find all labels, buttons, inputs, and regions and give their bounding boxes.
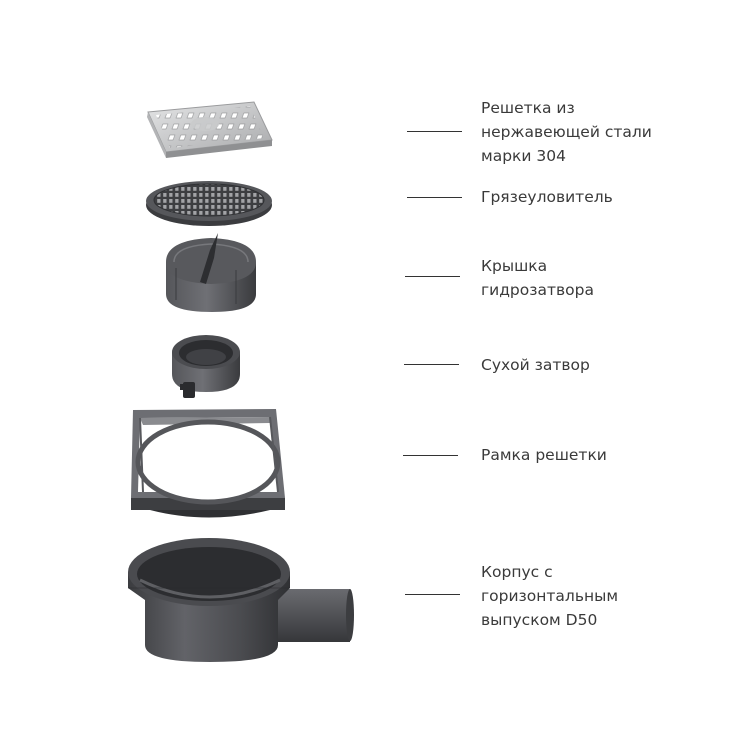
leader-line-frame xyxy=(403,455,458,456)
leader-line-dry-trap xyxy=(404,364,459,365)
grate-frame-icon xyxy=(131,409,285,518)
dry-trap-icon xyxy=(172,335,240,398)
leader-line-grate xyxy=(407,131,462,132)
trap-cap-icon xyxy=(166,233,256,312)
label-dry-trap: Сухой затвор xyxy=(481,356,590,374)
label-body: Корпус с горизонтальным выпуском D50 xyxy=(481,563,619,629)
dirt-strainer-icon xyxy=(146,181,272,226)
drain-body-icon xyxy=(128,538,354,662)
label-strainer: Грязеуловитель xyxy=(481,188,613,206)
label-frame: Рамка решетки xyxy=(481,446,607,464)
leader-line-strainer xyxy=(407,197,462,198)
stainless-grate-icon xyxy=(147,101,273,158)
leader-line-trap-cap xyxy=(405,276,460,277)
label-trap-cap: Крышка гидрозатвора xyxy=(481,257,594,299)
leader-line-body xyxy=(405,594,460,595)
label-grate: Решетка из нержавеющей стали марки 304 xyxy=(481,99,652,165)
